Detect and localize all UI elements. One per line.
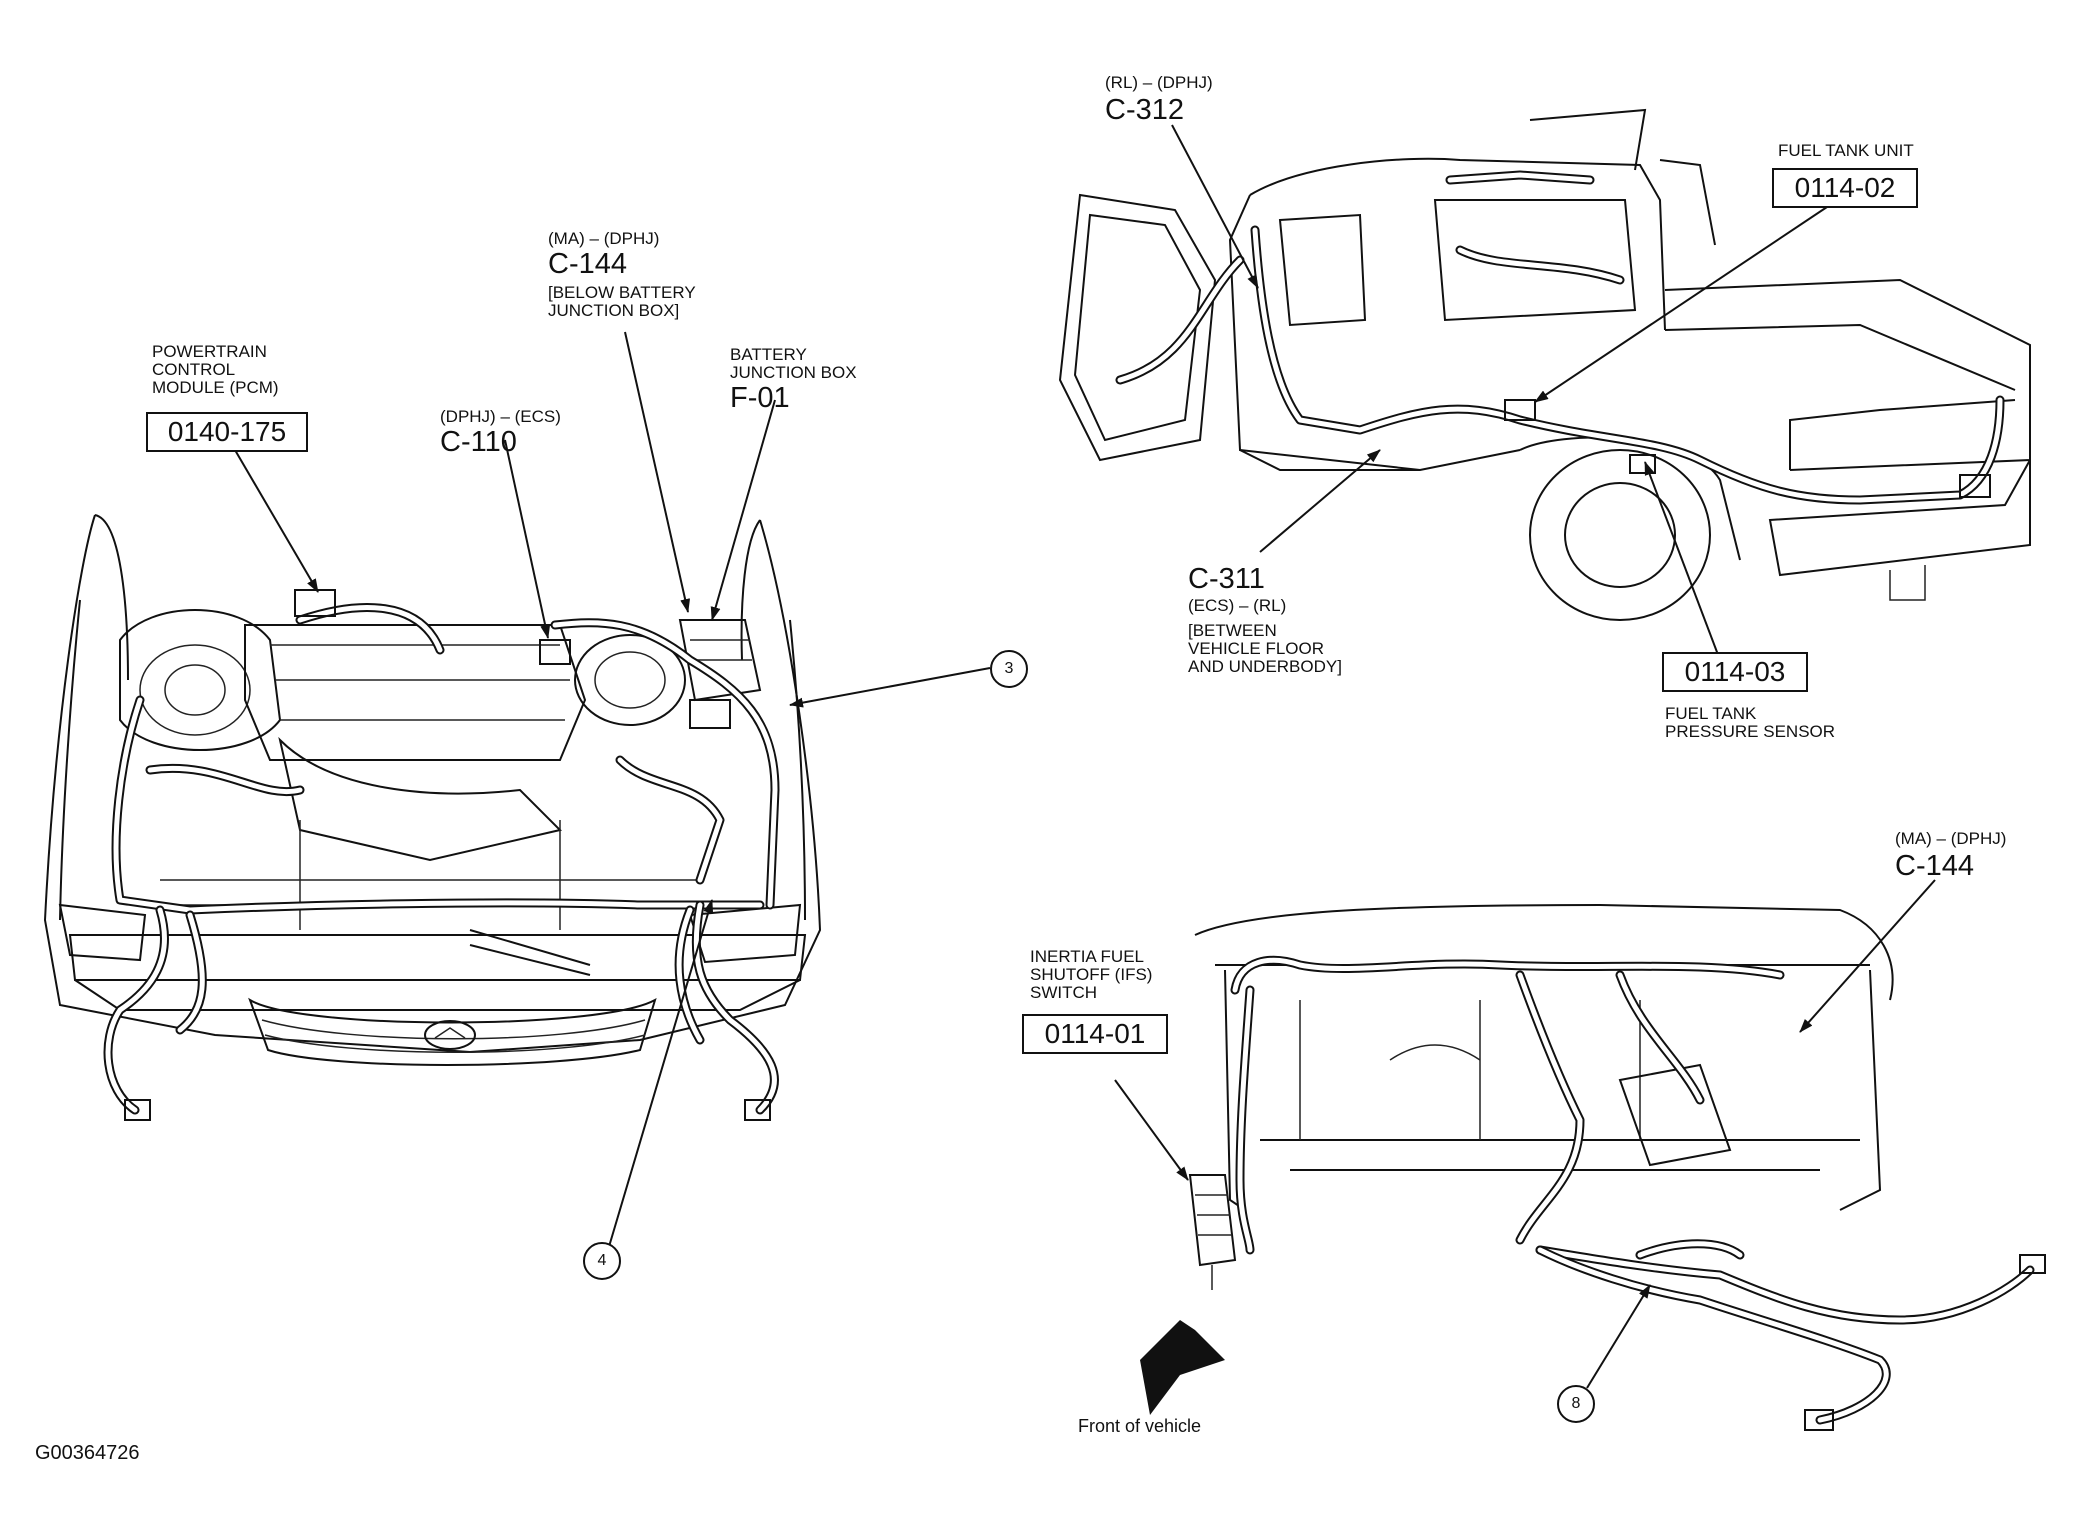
c144-dash-id: C-144 [1895, 850, 1974, 882]
f01-id: F-01 [730, 382, 790, 414]
c110-id: C-110 [440, 426, 517, 458]
front-of-vehicle-label: Front of vehicle [1078, 1416, 1202, 1436]
pcm-title: POWERTRAIN CONTROL MODULE (PCM) [152, 342, 279, 397]
f01-title: BATTERY JUNCTION BOX [730, 345, 857, 382]
fuel-tank-unit-title: FUEL TANK UNIT [1778, 141, 1914, 160]
fuel-tank-unit-code-box: 0114-02 [1772, 168, 1918, 208]
c144-engine-sub: (MA) – (DPHJ) [548, 229, 660, 248]
figure-id: G00364726 [35, 1442, 140, 1464]
c144-engine-note: [BELOW BATTERY JUNCTION BOX] [548, 283, 696, 320]
c144-dash-sub: (MA) – (DPHJ) [1895, 829, 2007, 848]
marker-8: 8 [1557, 1385, 1595, 1423]
leader-lines [234, 124, 1936, 1389]
c110-sub: (DPHJ) – (ECS) [440, 407, 561, 426]
c311-note: [BETWEEN VEHICLE FLOOR AND UNDERBODY] [1188, 621, 1342, 676]
pcm-code-box: 0140-175 [146, 412, 308, 452]
c311-sub: (ECS) – (RL) [1188, 596, 1287, 615]
pickup-truck-drawing [1058, 108, 2031, 621]
c312-sub: (RL) – (DPHJ) [1105, 73, 1213, 92]
fuel-tank-pressure-title: FUEL TANK PRESSURE SENSOR [1665, 704, 1836, 741]
c311-id: C-311 [1188, 563, 1265, 595]
ifs-code-box: 0114-01 [1022, 1014, 1168, 1054]
ifs-title: INERTIA FUEL SHUTOFF (IFS) SWITCH [1030, 947, 1153, 1002]
fuel-tank-pressure-code-box: 0114-03 [1662, 652, 1808, 692]
instrument-panel-harness-drawing [1140, 903, 2046, 1431]
marker-4: 4 [583, 1242, 621, 1280]
marker-3: 3 [990, 650, 1028, 688]
c144-engine-id: C-144 [548, 248, 627, 280]
engine-bay-drawing [43, 514, 822, 1121]
c312-id: C-312 [1105, 94, 1184, 126]
